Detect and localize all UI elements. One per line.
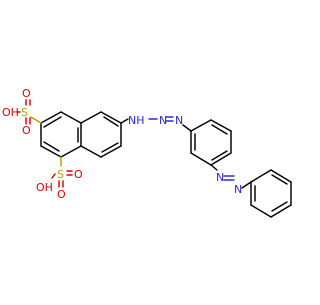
sulfur-label-top: S — [21, 106, 28, 119]
naphthalene-right-ring — [80, 111, 122, 158]
benzene-ring-central — [190, 119, 232, 166]
oxygen-label-top-1: O — [22, 87, 31, 100]
azo-linker: N N — [210, 164, 252, 196]
nitrogen-label-d: N — [234, 183, 242, 196]
sulfur-label-bottom: S — [57, 168, 64, 181]
oxygen-label-bottom-1: O — [74, 168, 83, 181]
nitrogen-label-c: N — [216, 171, 224, 184]
triazene-linker: NH N N — [120, 114, 192, 132]
hydroxyl-label-top: OH — [2, 106, 19, 119]
oxygen-label-bottom-2: O — [57, 188, 66, 201]
structure-canvas: S O O OH S O O OH NH N N — [2, 87, 292, 218]
chemical-structure-diagram: S O O OH S O O OH NH N N — [2, 87, 292, 218]
sulfonic-acid-group-top: S O O OH — [2, 87, 42, 137]
phenyl-ring-terminal — [250, 169, 292, 218]
hydroxyl-label-bottom: OH — [36, 181, 53, 194]
nitrogen-label-b: N — [175, 114, 183, 127]
nitrogen-label-a: N — [159, 114, 167, 127]
oxygen-label-top-2: O — [22, 124, 31, 137]
sulfonic-acid-group-bottom: S O O OH — [36, 156, 83, 201]
naphthalene-left-ring — [40, 111, 82, 158]
nh-label: NH — [128, 114, 145, 127]
